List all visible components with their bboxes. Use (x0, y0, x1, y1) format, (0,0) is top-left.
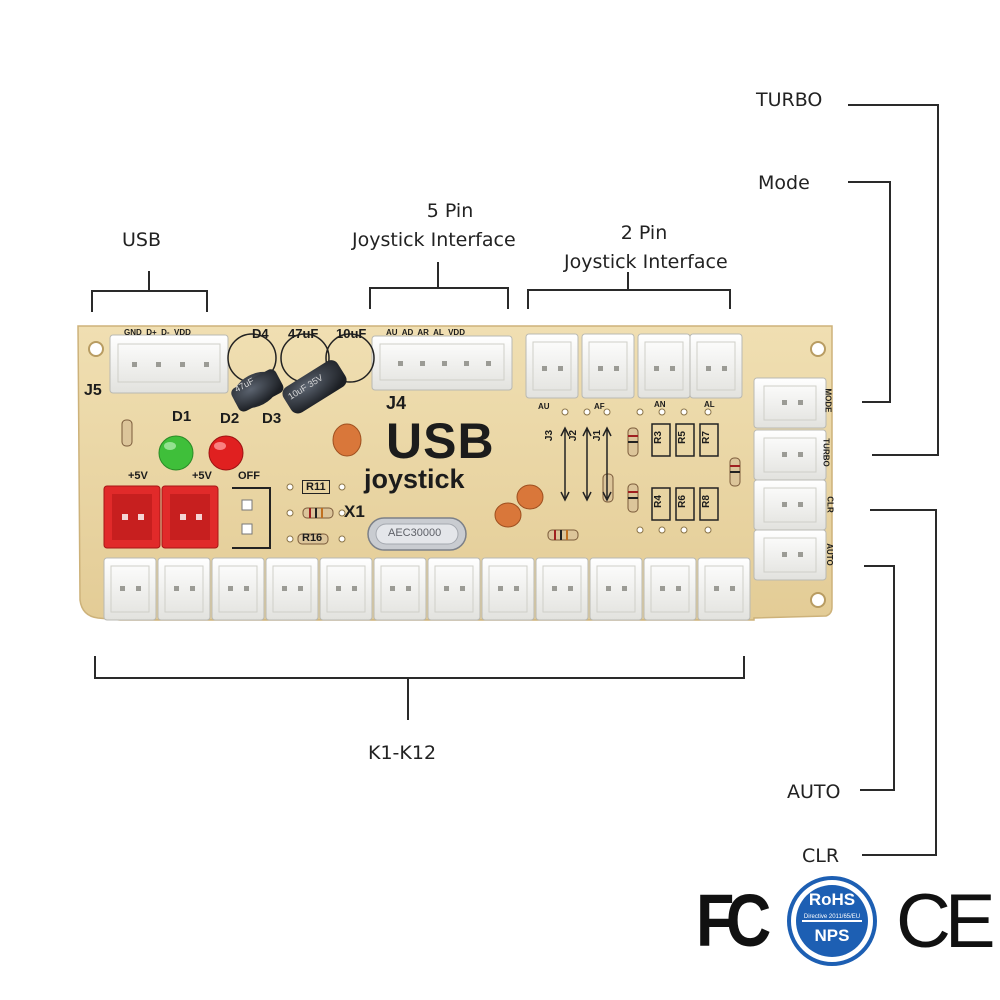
off-switch-pad (241, 523, 253, 535)
silk-r3: R3 (652, 431, 664, 444)
silk-47uf: 47uF (288, 326, 319, 341)
five-pin-callout-subtitle: Joystick Interface (352, 229, 516, 251)
resistor-footprints (651, 423, 719, 521)
silk-an: AN (654, 400, 666, 409)
solder-pads (286, 408, 712, 543)
mode-leader-line (848, 181, 891, 403)
rohs-badge (787, 876, 877, 966)
joystick-5pin-connector-j4 (371, 335, 513, 391)
silk-r8: R8 (700, 495, 712, 508)
board-subtitle: joystick (364, 464, 465, 494)
silk-usb-pins: GND D+ D- VDD (124, 328, 191, 337)
turbo-callout-label: TURBO (756, 89, 823, 111)
turbo-leader-line (848, 104, 939, 456)
silk-r4: R4 (652, 495, 664, 508)
nps-text: NPS (814, 926, 850, 945)
capacitor-10uf (280, 333, 375, 414)
crystal-x1 (367, 517, 467, 551)
button-connectors-k1-k12 (103, 557, 751, 621)
silk-r5: R5 (676, 431, 688, 444)
silk-d3: D3 (262, 410, 282, 427)
two-pin-callout-title: 2 Pin (620, 222, 668, 244)
fc-logo: FC (696, 879, 771, 962)
silk-al: AL (704, 400, 715, 409)
silk-af: AF (594, 402, 605, 411)
silk-cap-label-10: 10uF 35V (286, 372, 325, 402)
clr-callout-label: CLR (802, 845, 840, 867)
silk-joystick-pins: AU AD AR AL VDD (386, 328, 465, 337)
certification-logos: FC RoHS Directive 2011/65/EU NPS CE (690, 876, 996, 966)
silk-10uf: 10uF (336, 326, 367, 341)
mounting-hole (88, 341, 104, 357)
rohs-directive-text: Directive 2011/65/EU (803, 914, 861, 920)
rohs-text: RoHS (808, 890, 856, 909)
silk-j3: J3 (544, 429, 556, 442)
auto-callout-label: AUTO (787, 781, 841, 803)
five-pin-callout-title: 5 Pin (426, 200, 474, 222)
silk-j4: J4 (386, 393, 407, 413)
led-red-d2 (208, 435, 244, 471)
two-pin-bracket-line (527, 272, 731, 309)
silk-r16: R16 (302, 532, 323, 544)
two-pin-callout-subtitle: Joystick Interface (564, 251, 728, 273)
silk-side-mode: MODE (823, 388, 833, 413)
ceramic-capacitor (494, 502, 522, 528)
mounting-hole (810, 592, 826, 608)
power-connectors (103, 485, 219, 549)
off-switch-outline (232, 487, 271, 549)
five-pin-bracket-line (369, 262, 509, 309)
silk-d4: D4 (252, 326, 269, 341)
board-title: USB (386, 413, 495, 469)
silk-d2: D2 (220, 410, 240, 427)
jumper-arrows (560, 426, 612, 502)
usb-callout-label: USB (122, 229, 162, 251)
side-connectors (753, 377, 827, 581)
silk-j5: J5 (84, 382, 102, 399)
mode-callout-label: Mode (758, 172, 810, 194)
ceramic-capacitor (516, 484, 544, 510)
usb-connector-j5 (109, 334, 229, 394)
silk-side-clr: CLR (825, 496, 835, 513)
mounting-hole (810, 341, 826, 357)
ceramic-capacitor (332, 423, 362, 457)
k1-k12-callout-label: K1-K12 (368, 742, 437, 764)
joystick-2pin-connectors (525, 333, 743, 399)
silk-x1: X1 (344, 502, 365, 521)
ce-logo: CE (896, 879, 996, 964)
silk-r7: R7 (700, 431, 712, 444)
clr-leader-line (862, 509, 937, 856)
silk-au: AU (538, 402, 550, 411)
silk-j1: J1 (592, 429, 604, 442)
silk-r6: R6 (676, 495, 688, 508)
usb-bracket-line (91, 271, 208, 312)
silk-r11: R11 (302, 480, 330, 494)
off-switch-pad (241, 499, 253, 511)
silk-cap-label-47: 47uF (232, 375, 256, 395)
silk-plus5v-right: +5V (192, 470, 212, 482)
silk-side-auto: AUTO (824, 543, 834, 566)
silk-off: OFF (238, 470, 260, 482)
silk-crystal: AEC30000 (388, 527, 442, 539)
led-green-d1 (158, 435, 194, 471)
capacitor-47uf (227, 333, 284, 412)
silk-d1: D1 (172, 408, 192, 425)
silk-plus5v-left: +5V (128, 470, 148, 482)
silk-side-turbo: TURBO (821, 438, 831, 467)
k1-k12-bracket-line (94, 656, 745, 720)
auto-leader-line (860, 565, 895, 791)
silk-j2: J2 (568, 429, 580, 442)
